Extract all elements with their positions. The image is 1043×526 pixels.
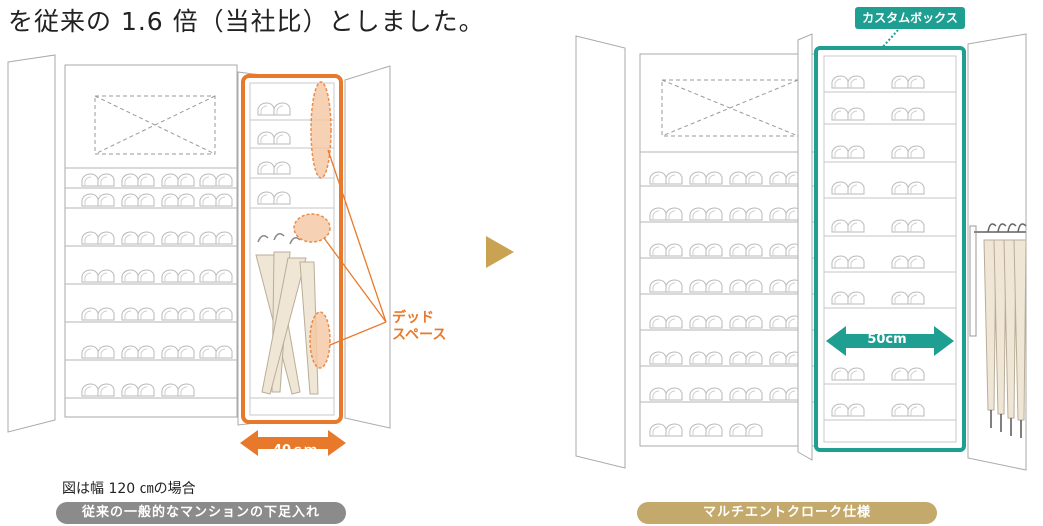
multi-entrance-caption-pill: マルチエントクローク仕様 [637,502,937,524]
headline-text: を従来の 1.6 倍（当社比）としました。 [8,7,485,36]
dead-space-line-1: デッド [392,310,434,326]
width-40cm-label: 40ｃｍ [272,443,318,458]
dead-space-pointers [323,149,387,346]
width-40cm-arrow [240,430,346,456]
callout-connector [879,29,899,51]
width-50cm-arrow [826,326,954,356]
umbrella-rack [969,223,1027,438]
custom-box-callout: カスタムボックス [855,7,965,29]
left-shoe-column [241,74,343,424]
conventional-caption-pill: 従来の一般的なマンションの下足入れ [56,502,346,524]
width-note: 図は幅 120 ㎝の場合 [62,481,196,497]
right-cabinet [575,33,1027,471]
width-50cm-label: 50cm [867,332,907,347]
custom-box-column [814,46,966,452]
transition-arrow [486,236,514,268]
dead-space-label: デッド スペース [392,310,446,344]
dead-space-line-2: スペース [392,327,447,343]
